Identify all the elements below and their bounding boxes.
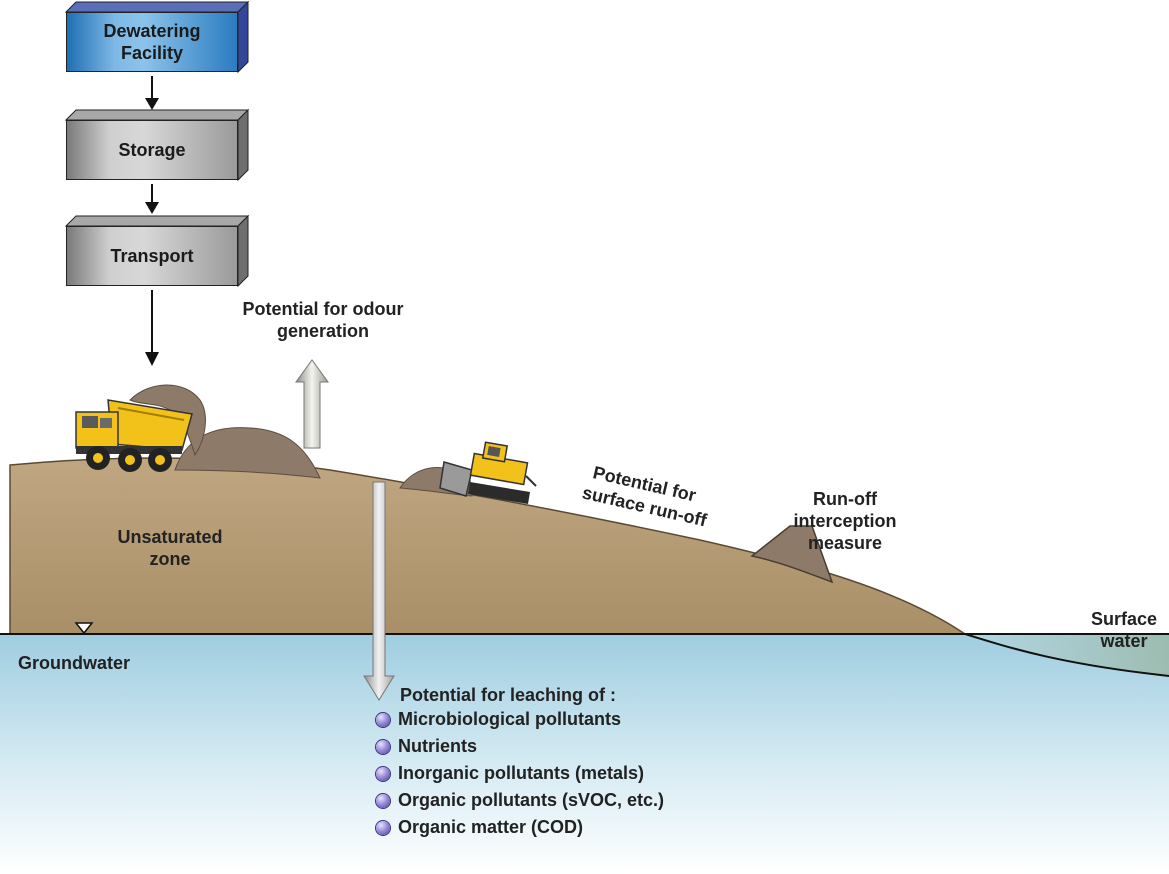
- storage-label: Storage: [118, 140, 186, 160]
- odour-label: Potential for odour generation: [242, 299, 404, 341]
- leaching-item-label: Microbiological pollutants: [398, 709, 622, 729]
- bullet-icon: [376, 820, 390, 835]
- dewatering-facility-box: Dewatering Facility: [66, 12, 238, 72]
- surface-water-body: [965, 634, 1169, 676]
- leaching-item-label: Inorganic pollutants (metals): [398, 763, 645, 783]
- bullet-icon: [376, 739, 390, 754]
- leaching-item: Organic pollutants (sVOC, etc.): [376, 787, 664, 814]
- sludge-stream: [129, 384, 206, 457]
- leaching-item: Organic matter (COD): [376, 814, 664, 841]
- flow-connector-3: [145, 290, 159, 366]
- shoreline: [964, 633, 1169, 677]
- leaching-item: Microbiological pollutants: [376, 706, 664, 733]
- dewatering-facility-label: Dewatering Facility: [103, 21, 201, 63]
- bullet-icon: [376, 712, 390, 727]
- interception-berm: [750, 525, 834, 584]
- unsaturated-zone-label: Unsaturated zone: [117, 527, 223, 569]
- leaching-heading: Potential for leaching of :: [400, 685, 617, 705]
- leaching-item-label: Organic matter (COD): [398, 817, 584, 837]
- leaching-item: Nutrients: [376, 733, 664, 760]
- flow-connector-1: [145, 76, 159, 110]
- bulldozer-icon: [439, 441, 537, 504]
- dump-truck-icon: [75, 399, 193, 472]
- bullet-icon: [376, 793, 390, 808]
- bullet-icon: [376, 766, 390, 781]
- leaching-item-label: Organic pollutants (sVOC, etc.): [398, 790, 665, 810]
- water-table-marker-icon: [74, 622, 94, 635]
- interception-label: Run-off interception measure: [793, 489, 897, 553]
- leaching-list: Microbiological pollutants Nutrients Ino…: [376, 706, 664, 841]
- flow-connector-2: [145, 184, 159, 214]
- transport-label: Transport: [110, 246, 194, 266]
- storage-box: Storage: [66, 120, 238, 180]
- leaching-item: Inorganic pollutants (metals): [376, 760, 664, 787]
- odour-arrow-icon: [295, 359, 329, 449]
- groundwater-body: [0, 634, 1169, 874]
- leaching-item-label: Nutrients: [398, 736, 478, 756]
- surface-water-label: Surface water: [1090, 609, 1158, 651]
- leaching-arrow-icon: [363, 481, 395, 701]
- groundwater-label: Groundwater: [18, 653, 131, 673]
- transport-box: Transport: [66, 226, 238, 286]
